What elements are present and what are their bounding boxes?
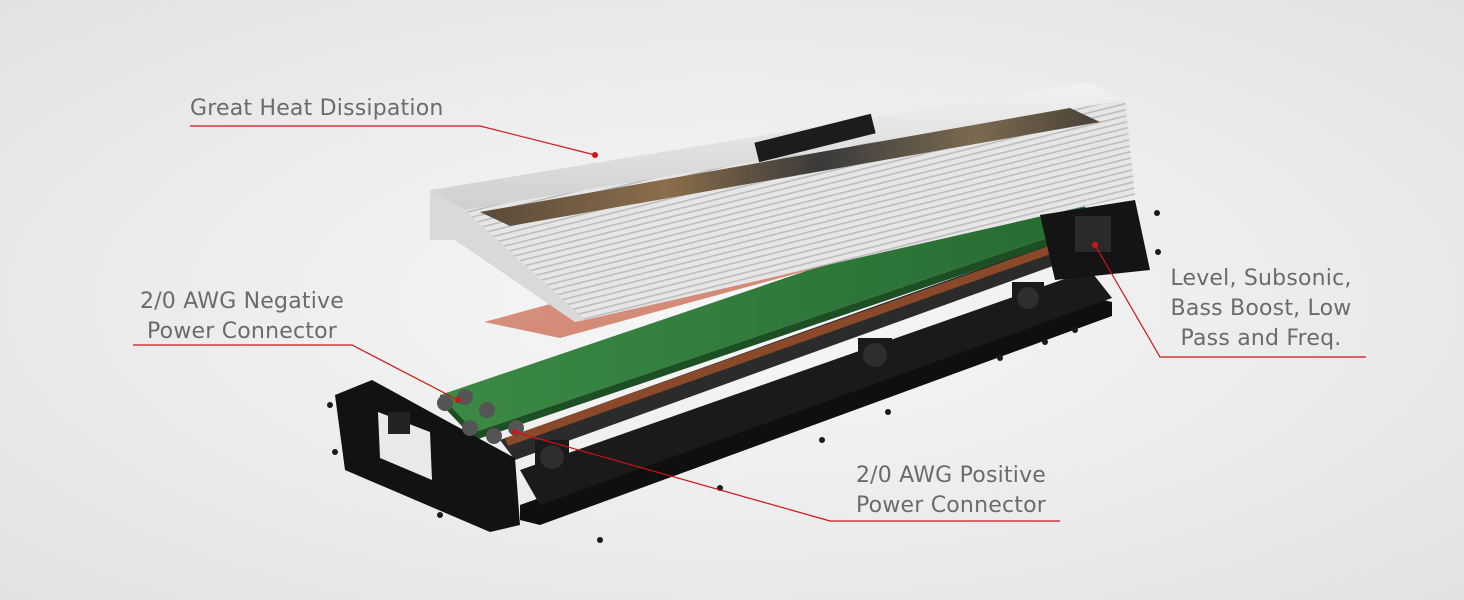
cooling-fan (858, 338, 892, 372)
negative-connector-line-2: Power Connector (147, 319, 337, 344)
controls-line-1: Level, Subsonic, (1170, 266, 1352, 291)
power-connector-block (437, 389, 524, 444)
cooling-fan (535, 440, 569, 474)
transistor-row (500, 240, 1075, 460)
negative-connector-label: 2/0 AWG Negative Power Connector (126, 287, 358, 347)
heat-callout-line (190, 125, 596, 156)
heat-dissipation-label: Great Heat Dissipation (190, 94, 444, 124)
mounting-screws (327, 210, 1161, 543)
heatsink-cover (430, 82, 1135, 322)
controls-line-3: Pass and Freq. (1180, 326, 1342, 351)
negative-callout-line (133, 344, 459, 401)
negative-connector-line-1: 2/0 AWG Negative (140, 289, 344, 314)
positive-connector-line-2: Power Connector (856, 493, 1046, 518)
heat-dissipation-text: Great Heat Dissipation (190, 96, 444, 121)
callout-dots (455, 152, 1098, 435)
chassis-base-plate (520, 270, 1112, 525)
controls-line-2: Bass Boost, Low (1170, 296, 1352, 321)
callout-lines (133, 125, 1366, 522)
level-callout-line (1094, 244, 1366, 358)
controls-label: Level, Subsonic, Bass Boost, Low Pass an… (1150, 264, 1372, 354)
front-end-plate (335, 380, 520, 532)
positive-callout-line (514, 431, 1060, 522)
cooling-fan (1012, 282, 1044, 314)
positive-connector-line-1: 2/0 AWG Positive (855, 463, 1047, 488)
positive-connector-label: 2/0 AWG Positive Power Connector (840, 461, 1062, 521)
